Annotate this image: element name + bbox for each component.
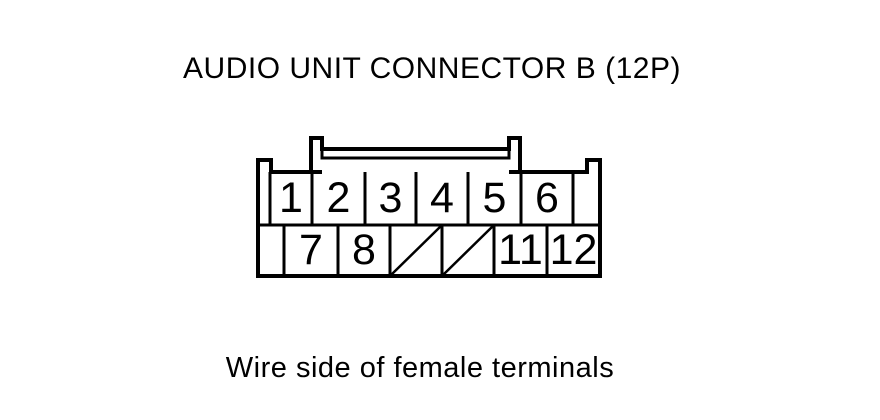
blocked-cell-9-slash <box>390 225 442 276</box>
pin-7-label: 7 <box>299 226 323 274</box>
blocked-cell-10-slash <box>442 225 494 276</box>
bottom-row-cell-walls <box>282 225 549 276</box>
pin-cell-1: 1 <box>270 172 312 225</box>
pin-2-label: 2 <box>326 174 351 222</box>
pin-4-label: 4 <box>430 174 454 222</box>
pin-cell-2: 2 <box>312 172 365 225</box>
pin-cell-7: 7 <box>284 225 338 276</box>
pin-3-label: 3 <box>378 174 403 222</box>
pin-8-label: 8 <box>352 226 376 274</box>
pin-cell-4: 4 <box>416 172 468 225</box>
pin-11-label: 11 <box>498 226 543 274</box>
pin-12-label: 12 <box>549 226 598 274</box>
pin-cell-8: 8 <box>338 225 390 276</box>
pin-5-label: 5 <box>482 174 507 222</box>
pin-cell-11: 11 <box>494 225 547 276</box>
top-row-cell-walls <box>268 172 575 225</box>
diagram-title: AUDIO UNIT CONNECTOR B (12P) <box>183 52 681 85</box>
pin-cell-5: 5 <box>468 172 521 225</box>
pin-cell-12: 12 <box>547 225 600 276</box>
pin-cell-6: 6 <box>521 172 573 225</box>
latch-bar <box>320 149 511 160</box>
pin-cell-3: 3 <box>365 172 416 225</box>
pin-6-label: 6 <box>535 174 559 222</box>
wire-side-caption: Wire side of female terminals <box>225 352 615 384</box>
pin-1-label: 1 <box>279 174 303 222</box>
